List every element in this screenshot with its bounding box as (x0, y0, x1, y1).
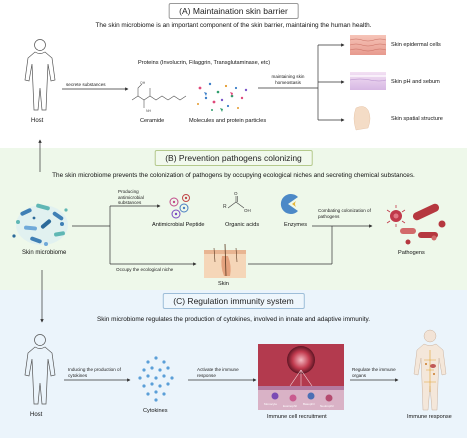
section-a-description: The skin microbiome is an important comp… (95, 22, 372, 29)
skin-follicle-illustration (204, 243, 246, 278)
enzyme-icon (280, 194, 298, 215)
section-a-header: (A) Maintaination skin barrier (168, 3, 299, 19)
recruitment-label: Immune cell recruitment (267, 414, 327, 420)
outcome-ph: Skin pH and sebum (391, 79, 440, 85)
section-c-panel (0, 290, 467, 438)
host-label-a: Host (31, 118, 44, 124)
skin-ph-illustration (349, 72, 387, 90)
cell-monocyte: Monocyte (264, 402, 278, 406)
outcome-epidermal: Skin epidermal cells (391, 42, 441, 48)
substance-peptide: Antimicrobial Peptide (152, 222, 205, 228)
substance-acids: Organic acids (225, 222, 260, 228)
host-figure-c (24, 334, 56, 405)
section-b-header: (B) Prevention pathogens colonizing (154, 150, 313, 166)
epidermal-cells-illustration (349, 35, 387, 55)
outcome-spatial: Skin spatial structure (391, 116, 443, 122)
producing-label: Producing antimicrobial substances (118, 189, 144, 205)
pathogens-illustration (386, 203, 446, 245)
skin-microbiome-illustration (12, 203, 68, 246)
proteins-label: Proteins (Involucrin, Filaggrin, Transgl… (138, 60, 271, 66)
cell-basophil: Basophil (303, 402, 315, 406)
svg-text:OH: OH (140, 81, 146, 85)
cytokines-label: Cytokines (143, 408, 168, 414)
section-b-description: The skin microbiome prevents the coloniz… (52, 172, 415, 179)
microbiome-label: Skin microbiome (22, 250, 67, 256)
cytokines-illustration (138, 356, 174, 402)
ceramide-label: Ceramide (140, 118, 165, 124)
activate-label: Activate the immune response (197, 367, 239, 378)
svg-text:OH: OH (244, 208, 251, 213)
skin-label: Skin (218, 281, 229, 287)
secrete-label: secrete substances (66, 82, 106, 87)
section-a-panel (0, 0, 467, 148)
substance-enzymes: Enzymes (284, 222, 308, 228)
cell-eosinophil: Eosinophil (283, 404, 297, 408)
svg-text:NH: NH (146, 109, 152, 113)
homeostasis-label: maintaining skin homeostasis (271, 74, 305, 85)
host-figure-a (24, 39, 56, 111)
combating-label: Combating colonization of pathogens (318, 208, 371, 219)
svg-text:O: O (234, 191, 238, 196)
section-c-header: (C) Regulation immunity system (162, 293, 305, 309)
host-label-c: Host (30, 412, 43, 418)
niche-label: Occupy the ecological niche (116, 267, 174, 272)
pathogens-label: Pathogens (398, 250, 425, 256)
molecules-label: Molecules and protein particles (189, 118, 267, 124)
immune-recruitment-illustration (258, 344, 344, 410)
immune-response-body (413, 329, 447, 411)
immune-response-label: Immune response (407, 414, 452, 420)
section-c-description: Skin microbiome regulates the production… (96, 316, 371, 323)
regulate-label: Regulate the immune organs (352, 367, 396, 378)
svg-text:R: R (223, 204, 227, 210)
skin-spatial-illustration (353, 106, 371, 131)
antimicrobial-peptide-icon (169, 194, 190, 219)
organic-acid-icon: R O OH (223, 191, 251, 213)
ceramide-molecule: OH NH (131, 81, 187, 113)
protein-particles (197, 82, 248, 112)
inducing-label: Inducing the production of cytokines (68, 367, 121, 378)
cell-neutrophil: Neutrophil (320, 404, 334, 408)
